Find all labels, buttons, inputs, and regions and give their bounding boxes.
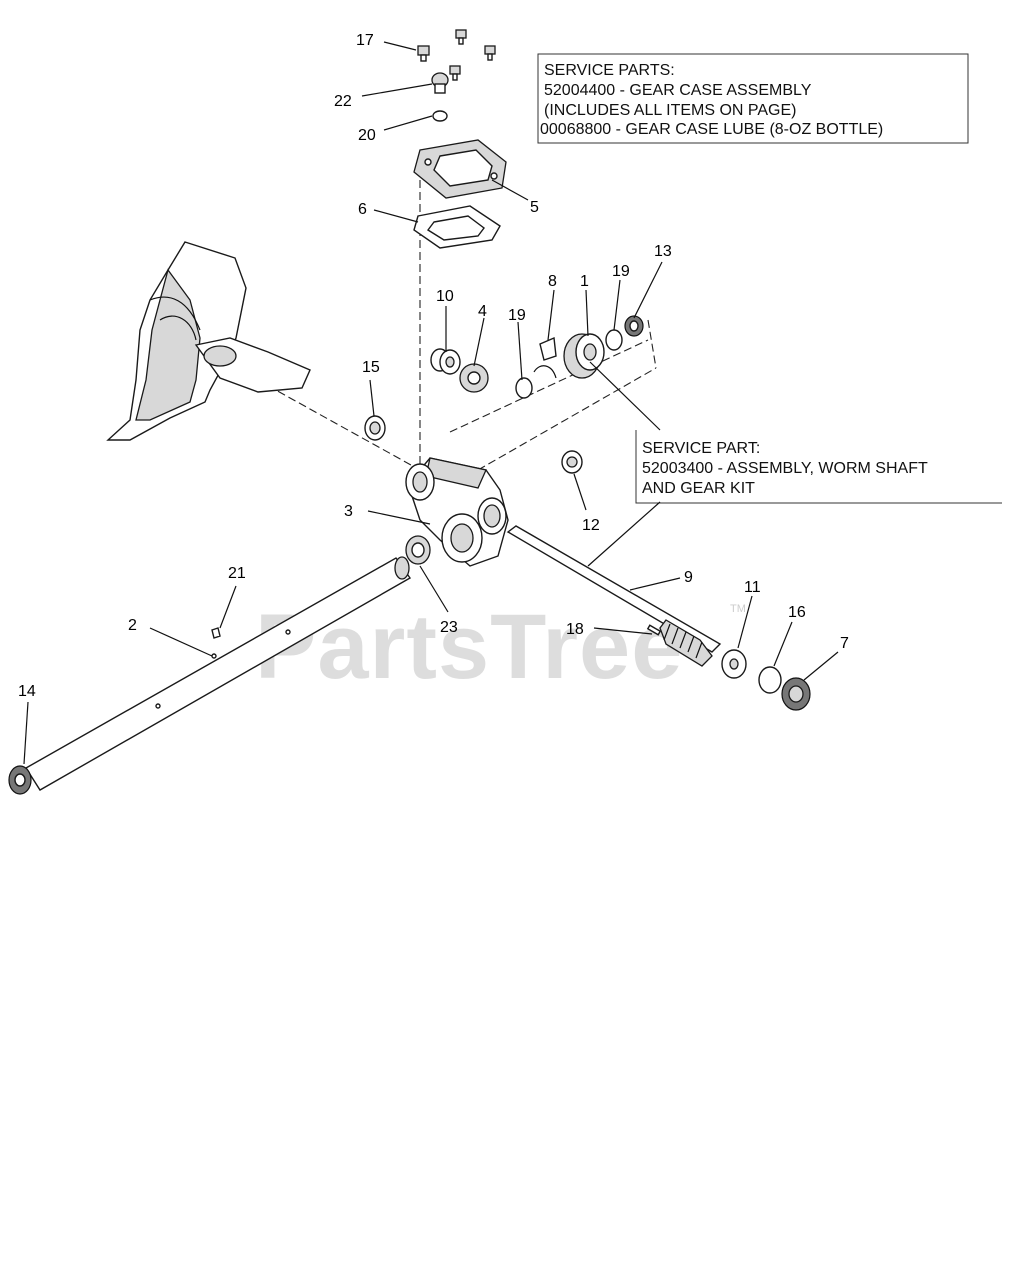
bearing-13 <box>624 315 644 337</box>
callout-19-left: 19 <box>508 307 526 324</box>
callout-23: 23 <box>440 619 458 636</box>
key-17 <box>646 624 662 636</box>
bearing-11 <box>721 649 747 679</box>
gear-case-cover-part <box>413 139 507 199</box>
washer-20 <box>432 110 448 122</box>
callout-15: 15 <box>362 359 380 376</box>
callout-3: 3 <box>344 503 353 520</box>
callout-6: 6 <box>358 201 367 218</box>
callout-13: 13 <box>654 243 672 260</box>
seal-15 <box>364 415 386 441</box>
service-part-worm-shaft-box: SERVICE PART: 52003400 - ASSEMBLY, WORM … <box>635 430 1002 504</box>
washer-19-right <box>605 329 623 351</box>
service-parts-box: SERVICE PARTS: 52004400 - GEAR CASE ASSE… <box>537 53 969 144</box>
callout-labels: 17 22 20 5 6 10 4 19 8 1 19 13 15 12 3 2… <box>18 32 849 700</box>
gasket-part <box>413 205 501 249</box>
auger-shaft-2 <box>25 556 412 791</box>
callout-21: 21 <box>228 565 246 582</box>
callout-11: 11 <box>744 579 761 596</box>
callout-14: 14 <box>18 683 36 700</box>
callout-7: 7 <box>840 635 849 652</box>
leader-lines <box>23 41 839 765</box>
worm-shaft-9 <box>506 525 722 667</box>
bearing-7 <box>781 677 811 711</box>
gear-1 <box>563 333 605 379</box>
callout-2: 2 <box>128 617 137 634</box>
service-box-2-line-3: AND GEAR KIT <box>642 480 755 497</box>
callout-16: 16 <box>788 604 806 621</box>
service-box-2-line-2: 52003400 - ASSEMBLY, WORM SHAFT <box>642 460 928 477</box>
seal-23 <box>405 535 431 565</box>
callout-4: 4 <box>478 303 487 320</box>
bearing-12 <box>561 450 583 474</box>
plug-22 <box>431 72 449 94</box>
service-box-1-line-2: 52004400 - GEAR CASE ASSEMBLY <box>544 82 812 99</box>
service-box-1-line-3: (INCLUDES ALL ITEMS ON PAGE) <box>544 102 797 119</box>
callout-19-right: 19 <box>612 263 630 280</box>
washer-19-left <box>515 377 533 399</box>
callout-10: 10 <box>436 288 454 305</box>
watermark-trademark: TM <box>730 603 746 615</box>
callout-17: 18 <box>566 621 584 638</box>
callout-20: 20 <box>358 127 376 144</box>
service-box-2-line-1: SERVICE PART: <box>642 440 760 457</box>
callout-5: 5 <box>530 199 539 216</box>
bearing-4 <box>459 363 489 393</box>
fastener-bolts <box>417 29 496 122</box>
callout-22: 22 <box>334 93 352 110</box>
callout-12: 12 <box>582 517 600 534</box>
key-8 <box>533 336 557 379</box>
service-box-1-line-4: 00068800 - GEAR CASE LUBE (8-OZ BOTTLE) <box>540 121 883 138</box>
service-box-1-line-1: SERVICE PARTS: <box>544 62 675 79</box>
pin-21 <box>211 627 221 639</box>
gear-case-housing-part <box>405 457 509 567</box>
snap-ring-16 <box>758 666 782 694</box>
auger-housing-part <box>106 241 311 441</box>
bearing-10 <box>430 348 461 375</box>
callout-8: 8 <box>548 273 557 290</box>
bearing-14 <box>8 765 32 795</box>
callout-18: 17 <box>356 32 374 49</box>
callout-1: 1 <box>580 273 589 290</box>
bolt-18 <box>417 45 430 62</box>
callout-9: 9 <box>684 569 693 586</box>
